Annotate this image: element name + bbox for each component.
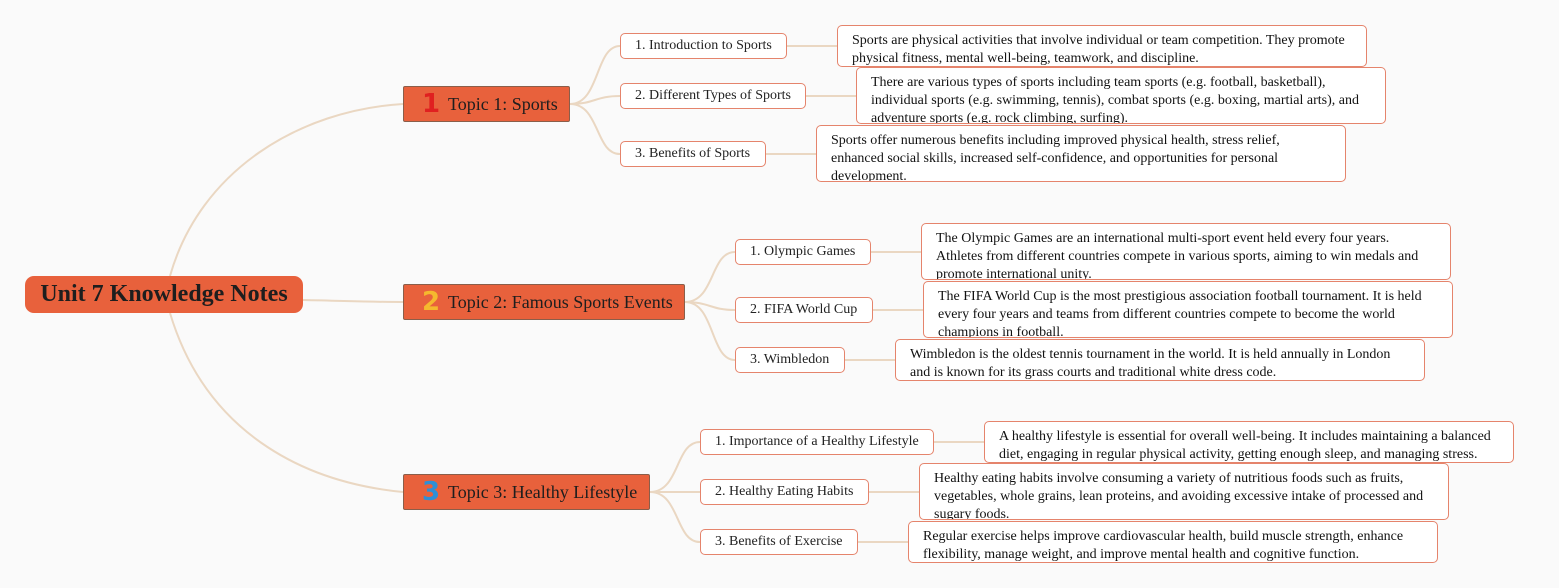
connector-line xyxy=(649,491,701,543)
connector-line xyxy=(569,103,621,155)
topic-1-number: 1 xyxy=(422,89,441,119)
connector-line xyxy=(569,95,621,105)
subtopic-1-3[interactable]: 3. Benefits of Sports xyxy=(620,141,766,167)
description-3-1: A healthy lifestyle is essential for ove… xyxy=(984,421,1514,463)
topic-2-number: 2 xyxy=(422,287,441,317)
topic-1-node[interactable]: 1 Topic 1: Sports xyxy=(403,86,570,122)
topic-1-label: Topic 1: Sports xyxy=(448,93,558,114)
subtopic-3-1[interactable]: 1. Importance of a Healthy Lifestyle xyxy=(700,429,934,455)
description-1-2: There are various types of sports includ… xyxy=(856,67,1386,124)
description-2-3: Wimbledon is the oldest tennis tournamen… xyxy=(895,339,1425,381)
subtopic-2-3[interactable]: 3. Wimbledon xyxy=(735,347,845,373)
subtopic-1-1[interactable]: 1. Introduction to Sports xyxy=(620,33,787,59)
topic-2-node[interactable]: 2 Topic 2: Famous Sports Events xyxy=(403,284,685,320)
connector-line xyxy=(684,301,736,361)
description-3-2: Healthy eating habits involve consuming … xyxy=(919,463,1449,520)
subtopic-1-2[interactable]: 2. Different Types of Sports xyxy=(620,83,806,109)
connector-line xyxy=(169,103,404,277)
description-1-1: Sports are physical activities that invo… xyxy=(837,25,1367,67)
subtopic-3-2[interactable]: 2. Healthy Eating Habits xyxy=(700,479,869,505)
connector-line xyxy=(684,251,736,303)
subtopic-2-2[interactable]: 2. FIFA World Cup xyxy=(735,297,873,323)
topic-3-label: Topic 3: Healthy Lifestyle xyxy=(448,481,638,502)
description-3-3: Regular exercise helps improve cardiovas… xyxy=(908,521,1438,563)
description-1-3: Sports offer numerous benefits including… xyxy=(816,125,1346,182)
connector-line xyxy=(569,45,621,105)
topic-2-label: Topic 2: Famous Sports Events xyxy=(448,291,673,312)
description-2-1: The Olympic Games are an international m… xyxy=(921,223,1451,280)
description-2-2: The FIFA World Cup is the most prestigio… xyxy=(923,281,1453,338)
subtopic-3-3[interactable]: 3. Benefits of Exercise xyxy=(700,529,858,555)
root-node[interactable]: Unit 7 Knowledge Notes xyxy=(25,276,303,313)
root-title: Unit 7 Knowledge Notes xyxy=(40,281,288,307)
topic-3-node[interactable]: 3 Topic 3: Healthy Lifestyle xyxy=(403,474,650,510)
subtopic-2-1[interactable]: 1. Olympic Games xyxy=(735,239,871,265)
topic-3-number: 3 xyxy=(422,477,441,507)
connector-line xyxy=(302,299,404,303)
connector-line xyxy=(169,312,404,493)
connector-line xyxy=(649,441,701,493)
